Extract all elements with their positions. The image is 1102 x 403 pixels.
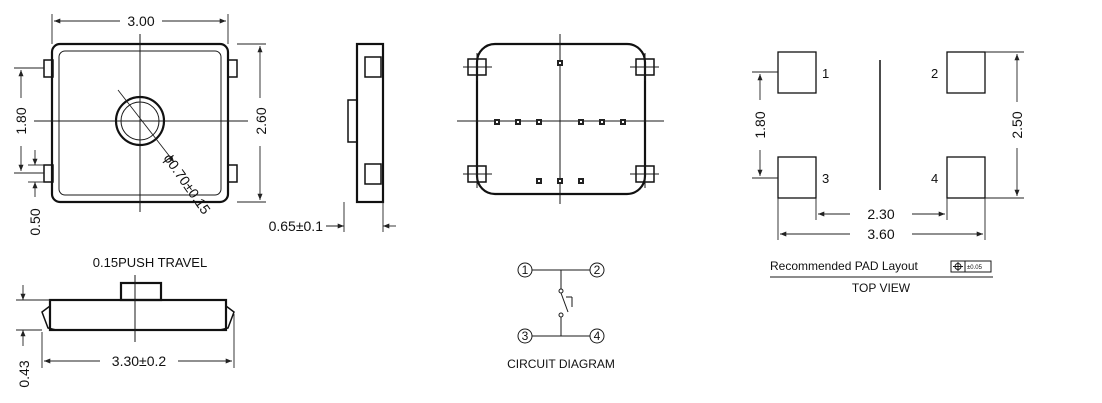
tolerance-frame (950, 260, 992, 273)
tolerance-value: ±0.05 (967, 265, 983, 271)
switch-front-view: 0.15PUSH TRAVEL 0.43 3.30±0.2 (16, 255, 235, 388)
bottom-contact-holes (496, 62, 624, 182)
pad-3-label: 3 (822, 171, 829, 186)
circuit-switch-blade (560, 292, 569, 313)
pad-1-label: 1 (822, 66, 829, 81)
bottom-terminal-bottom-right (630, 160, 659, 188)
circuit-pin-4: 4 (594, 329, 601, 343)
pad-1 (777, 51, 817, 94)
actuator-leader (117, 89, 175, 163)
pad-4 (946, 156, 986, 199)
pad-layout: 1 2 3 4 1.80 2.50 2.30 3.60 Recommended … (752, 51, 1025, 295)
view-caption: TOP VIEW (852, 281, 911, 295)
dim-side-thickness: 0.65±0.1 (269, 218, 324, 234)
circuit-pin-1: 1 (522, 263, 529, 277)
front-actuator (119, 281, 163, 302)
dim-pad-span-vertical: 2.50 (1009, 111, 1025, 138)
bottom-terminal-bottom-left (463, 160, 492, 188)
bottom-terminal-top-right (630, 53, 659, 81)
dim-terminal-width: 0.50 (27, 208, 43, 235)
pad-2-label: 2 (931, 66, 938, 81)
actuator-inner (120, 101, 160, 141)
circuit-contact-top (558, 288, 564, 294)
side-terminal-top (364, 56, 382, 78)
terminal-top-left (43, 59, 54, 78)
bottom-body-outline (475, 42, 647, 196)
pad-2 (946, 51, 986, 94)
front-lead-left (41, 305, 57, 331)
dim-actuator-diameter: ϕ0.70±0.15 (161, 151, 214, 218)
dim-pad-span: 3.60 (867, 226, 894, 242)
terminal-bottom-right (227, 164, 238, 183)
pad-3 (777, 156, 817, 199)
terminal-bottom-left (43, 164, 54, 183)
circuit-diagram: 1 2 3 4 CIRCUIT DIAGRAM (507, 262, 615, 371)
dim-front-height: 0.43 (16, 360, 32, 387)
pad-layout-caption: Recommended PAD Layout (770, 259, 919, 273)
actuator-outer (114, 95, 166, 147)
dim-front-length: 3.30±0.2 (112, 353, 167, 369)
dim-pad-pitch: 1.80 (752, 111, 768, 138)
terminal-top-right (227, 59, 238, 78)
push-travel-label: 0.15PUSH TRAVEL (93, 255, 207, 270)
dim-body-height: 2.60 (253, 107, 269, 134)
side-actuator (347, 99, 358, 143)
side-body (355, 42, 385, 204)
switch-bottom-view (457, 34, 664, 204)
side-terminal-bottom (364, 163, 382, 185)
dim-left-height: 1.80 (13, 107, 29, 134)
pad-4-label: 4 (931, 171, 938, 186)
front-body (48, 298, 228, 332)
circuit-pin-3: 3 (522, 329, 529, 343)
bottom-terminal-top-left (463, 53, 492, 81)
circuit-pin-2: 2 (594, 263, 601, 277)
front-lead-right (219, 305, 235, 331)
circuit-contact-bottom (558, 312, 564, 318)
switch-top-view: 3.00 2.60 1.80 0.50 ϕ0.70±0.15 (13, 13, 269, 236)
dim-pad-gap: 2.30 (867, 206, 894, 222)
switch-side-view: 0.65±0.1 (269, 42, 396, 234)
circuit-caption: CIRCUIT DIAGRAM (507, 357, 615, 371)
dim-top-width: 3.00 (127, 13, 154, 29)
